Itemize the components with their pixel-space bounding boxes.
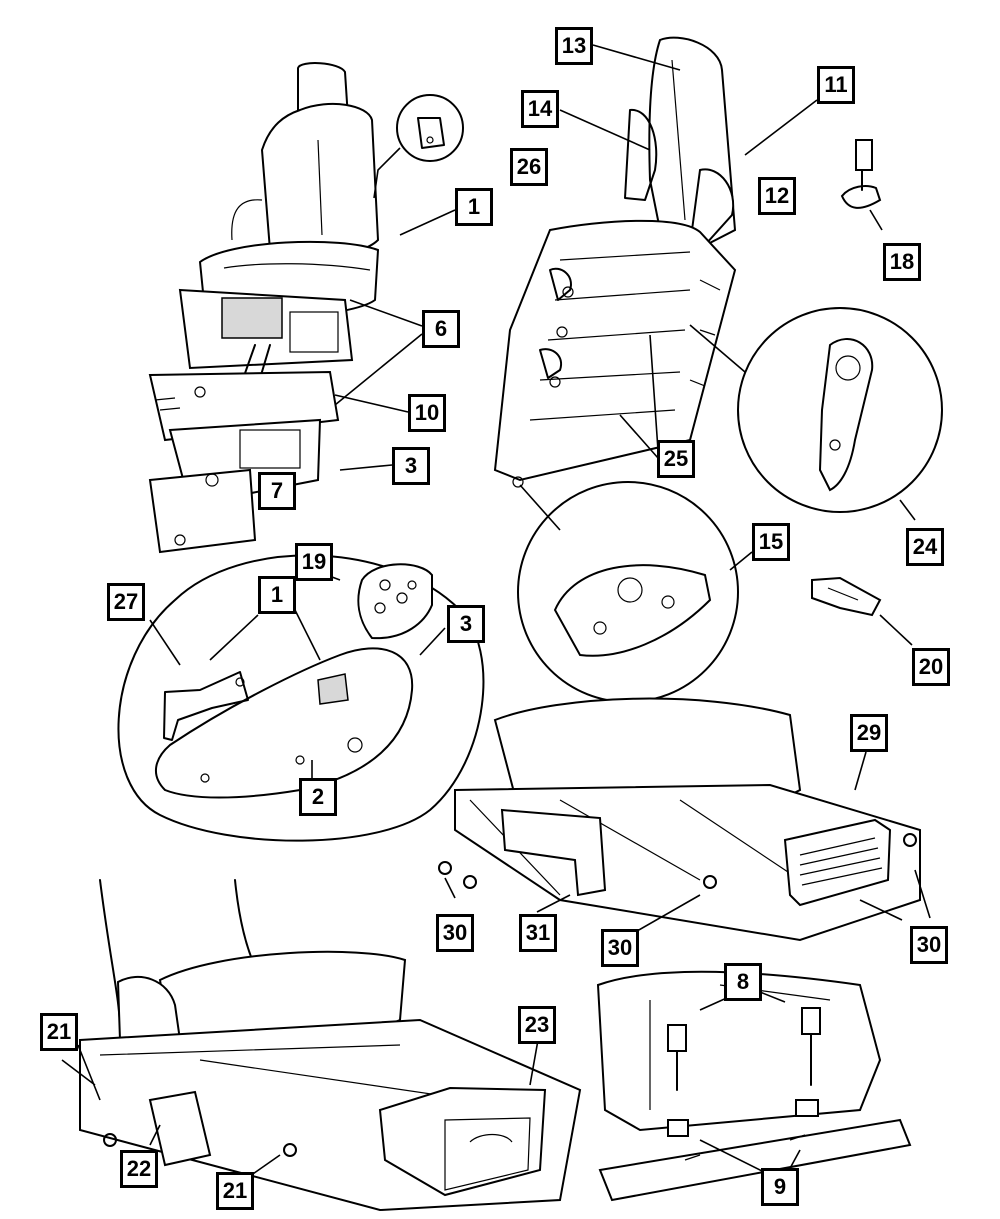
- detail-26-drawing: [373, 94, 464, 199]
- callout-20: 20: [912, 648, 950, 686]
- callout-30-right: 30: [910, 926, 948, 964]
- callout-9: 9: [761, 1168, 799, 1206]
- callout-23: 23: [518, 1006, 556, 1044]
- callout-15: 15: [752, 523, 790, 561]
- handle-18-drawing: [840, 139, 882, 209]
- callout-2: 2: [299, 778, 337, 816]
- seat-attachment-drawing: [596, 970, 912, 1202]
- callout-12: 12: [758, 177, 796, 215]
- callout-21-left: 21: [40, 1013, 78, 1051]
- callout-3-detail: 3: [447, 605, 485, 643]
- callout-1: 1: [455, 188, 493, 226]
- callout-29: 29: [850, 714, 888, 752]
- callout-18: 18: [883, 243, 921, 281]
- clip-20-drawing: [811, 576, 882, 617]
- detail-24-drawing: [689, 307, 943, 513]
- callout-25: 25: [657, 440, 695, 478]
- callout-27: 27: [107, 583, 145, 621]
- callout-7: 7: [258, 472, 296, 510]
- callout-11: 11: [817, 66, 855, 104]
- callout-6: 6: [422, 310, 460, 348]
- detail-ellipse-drawing: [117, 554, 485, 842]
- callout-14: 14: [521, 90, 559, 128]
- callout-26: 26: [510, 148, 548, 186]
- callout-8: 8: [724, 963, 762, 1001]
- seat-base-drawer-drawing: [79, 879, 582, 1212]
- seat-assembly-left-drawing: [148, 62, 380, 554]
- seat-track-covers-drawing: [438, 697, 921, 942]
- callout-10: 10: [408, 394, 446, 432]
- callout-3: 3: [392, 447, 430, 485]
- callout-19: 19: [295, 543, 333, 581]
- detail-15-drawing: [517, 481, 739, 703]
- callout-1-detail: 1: [258, 576, 296, 614]
- callout-30-left: 30: [436, 914, 474, 952]
- callout-21-bottom: 21: [216, 1172, 254, 1210]
- callout-22: 22: [120, 1150, 158, 1188]
- callout-24: 24: [906, 528, 944, 566]
- callout-31: 31: [519, 914, 557, 952]
- seat-back-frame-drawing: [493, 36, 737, 488]
- callout-13: 13: [555, 27, 593, 65]
- callout-30-center: 30: [601, 929, 639, 967]
